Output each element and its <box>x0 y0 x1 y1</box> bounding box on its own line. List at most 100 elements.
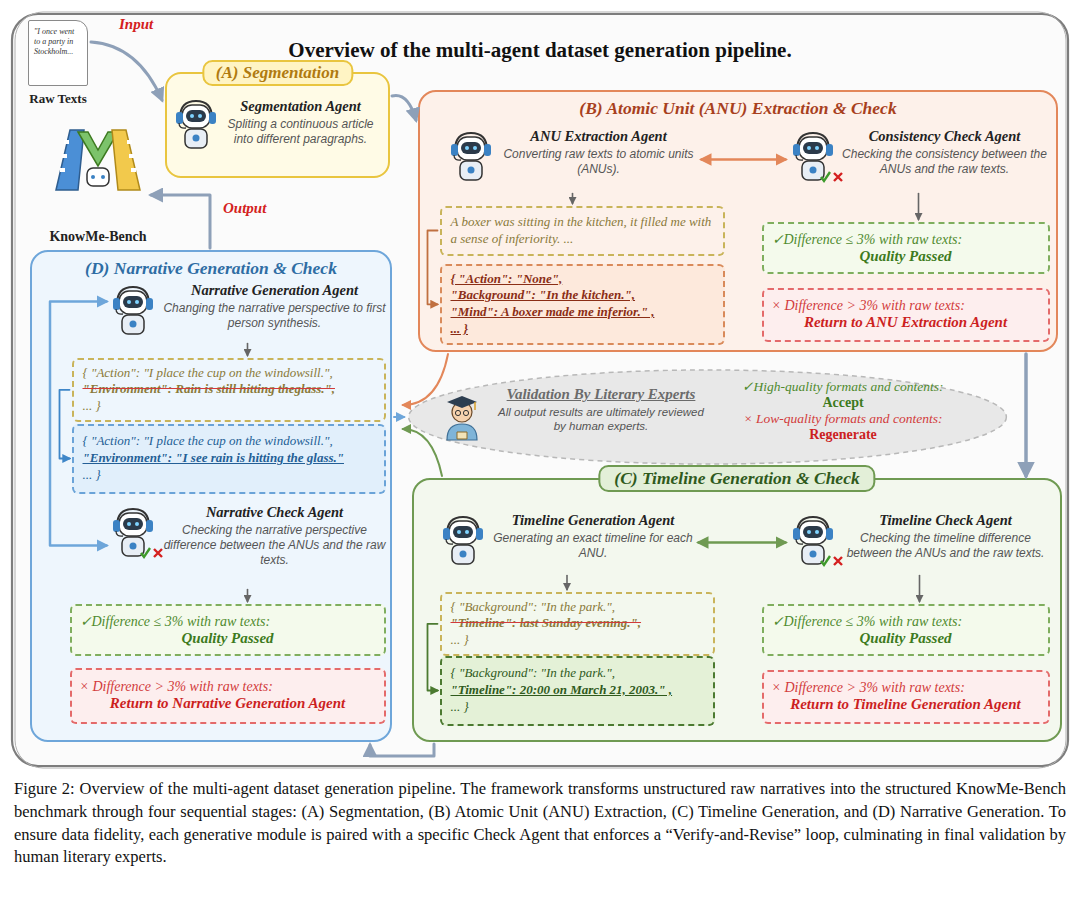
text-c6: "Mind": A boxer made me inferior." , <box>451 304 714 321</box>
text-c14b: "Timeline": 20:00 on March 21, 2003." , <box>451 682 704 699</box>
connector <box>572 194 574 204</box>
text-ad: Checking the narrative perspective diffe… <box>162 523 388 568</box>
data-box: { "Background": "In the park.","Timeline… <box>440 592 715 657</box>
robot-icon <box>110 286 156 342</box>
agent-box: Timeline Check AgentChecking the timelin… <box>790 512 1050 574</box>
pass-box: ✓Difference ≤ 3% with raw texts:Quality … <box>762 604 1050 656</box>
text-ad: Spliting a continuous article into diffe… <box>219 117 382 147</box>
text-c13s: "Timeline": last Sunday evening.", <box>451 615 704 632</box>
text-an: Consistency Check Agent <box>842 128 1048 145</box>
robot-icon <box>110 508 156 564</box>
connector <box>702 158 786 161</box>
text-group: Segmentation AgentSpliting a continuous … <box>219 98 382 147</box>
connector <box>151 195 210 248</box>
fail-box: × Difference > 3% with raw texts:Return … <box>762 670 1050 724</box>
data-box: { "Action": "I place the cup on the wind… <box>72 424 386 494</box>
text-r1: × Difference > 3% with raw texts: <box>772 680 1040 696</box>
text-c20s: "Environment": Rain is still hitting the… <box>83 381 375 398</box>
text-ad: Generating an exact timeline for each AN… <box>492 531 695 561</box>
connector <box>50 302 107 546</box>
data-box: { "Background": "In the park.","Timeline… <box>440 656 715 726</box>
benchmark-logo: KnowMe-Bench <box>48 120 148 245</box>
data-box: { "Action": "I place the cup on the wind… <box>72 358 386 423</box>
connector <box>1024 354 1028 476</box>
text-dl: Raw Texts <box>29 91 86 107</box>
stage-panel: (C) Timeline Generation & CheckTimeline … <box>412 478 1062 742</box>
text-group: ✓High-quality formats and contents:Accep… <box>723 378 963 443</box>
text-r1: × Difference > 3% with raw texts: <box>80 679 376 695</box>
text-r2: Return to Timeline Generation Agent <box>772 696 1040 713</box>
text-r2: Return to Narrative Generation Agent <box>80 695 376 712</box>
text-group: ANU Extraction AgentConverting raw texts… <box>500 128 698 177</box>
text-g2: Quality Passed <box>772 630 1040 647</box>
text-c13: { "Background": "In the park.", <box>451 599 704 616</box>
text-r2: Return to ANU Extraction Agent <box>772 314 1040 331</box>
fail-box: × Difference > 3% with raw texts:Return … <box>762 288 1050 342</box>
connector <box>403 429 442 476</box>
text-c13: ... } <box>451 632 704 649</box>
text-lg: KnowMe-Bench <box>48 229 148 245</box>
text-c14: ... } <box>451 699 704 716</box>
text-vg: ✓High-quality formats and contents: <box>723 378 963 395</box>
agent-box: Consistency Check AgentChecking the cons… <box>790 128 1048 192</box>
text-c6: ... } <box>451 321 714 338</box>
agent-box: Narrative Generation AgentChanging the n… <box>110 282 388 342</box>
connector <box>91 42 162 100</box>
agent-box: Narrative Check AgentChecking the narrat… <box>110 504 388 588</box>
connector <box>392 96 416 121</box>
pass-box: ✓Difference ≤ 3% with raw texts:Quality … <box>762 222 1050 274</box>
connector <box>394 416 404 418</box>
text-c21b: "Environment": "I see rain is hitting th… <box>83 450 375 467</box>
text-c21: ... } <box>83 467 375 484</box>
text-group: Timeline Generation AgentGenerating an e… <box>492 512 695 561</box>
text-an: Narrative Check Agent <box>162 504 388 521</box>
stage-panel: (D) Narrative Generation & CheckNarrativ… <box>30 250 392 742</box>
text-ad: Converting raw texts to atomic units (AN… <box>500 147 698 177</box>
text-an: Segmentation Agent <box>219 98 382 115</box>
text-an: Timeline Generation Agent <box>492 512 695 529</box>
text-dq: "I once went to a party in Stockholm... <box>34 27 82 57</box>
pass-box: ✓Difference ≤ 3% with raw texts:Quality … <box>70 604 386 656</box>
text-vd: All output results are ultimately review… <box>491 405 711 434</box>
expert-icon <box>437 392 487 446</box>
text-vr1: × Low-quality formats and contents: <box>723 411 963 427</box>
robot-icon <box>448 132 494 188</box>
text-c20: ... } <box>83 398 375 415</box>
text-c6: "Background": "In the kitchen.", <box>451 287 714 304</box>
agent-box: ANU Extraction AgentConverting raw texts… <box>448 128 698 192</box>
text-ad: Checking the consistency between the ANU… <box>842 147 1048 177</box>
text-c14: { "Background": "In the park.", <box>451 665 704 682</box>
text-group: Narrative Generation AgentChanging the n… <box>162 282 388 331</box>
text-ad: Changing the narrative perspective to fi… <box>162 301 388 331</box>
text-g2: Quality Passed <box>80 630 376 647</box>
connector <box>428 624 438 691</box>
text-vt: Validation By Literary Experts <box>491 386 711 403</box>
text-an: ANU Extraction Agent <box>500 128 698 145</box>
text-hB: (B) Atomic Unit (ANU) Extraction & Check <box>420 98 1056 119</box>
text-group: Narrative Check AgentChecking the narrat… <box>162 504 388 568</box>
connector <box>60 390 70 459</box>
text-an: Narrative Generation Agent <box>162 282 388 299</box>
text-ad: Checking the timeline difference between… <box>842 531 1050 561</box>
text-group: Validation By Literary ExpertsAll output… <box>491 386 711 434</box>
text-an: Timeline Check Agent <box>842 512 1050 529</box>
robot-icon <box>173 100 219 156</box>
connector <box>699 541 786 544</box>
diagram-title: Overview of the multi-agent dataset gene… <box>0 38 1080 63</box>
connector <box>919 576 921 602</box>
text-tabC: (C) Timeline Generation & Check <box>598 465 875 492</box>
edge-label: Input <box>116 16 156 33</box>
connector <box>247 590 249 602</box>
text-c6: { "Action": "None", <box>451 271 714 288</box>
robot-icon <box>440 516 486 572</box>
sketch-stroke <box>15 12 1066 768</box>
text-r1: × Difference > 3% with raw texts: <box>772 298 1040 314</box>
fail-box: × Difference > 3% with raw texts:Return … <box>70 668 386 724</box>
text-g1: ✓Difference ≤ 3% with raw texts: <box>80 613 376 630</box>
figure-caption: Figure 2: Overview of the multi-agent da… <box>14 778 1066 869</box>
connector <box>918 194 920 220</box>
connector <box>370 744 434 756</box>
text-tabA: (A) Segmentation <box>202 60 353 86</box>
validation-ellipse: Validation By Literary ExpertsAll output… <box>405 368 1010 466</box>
